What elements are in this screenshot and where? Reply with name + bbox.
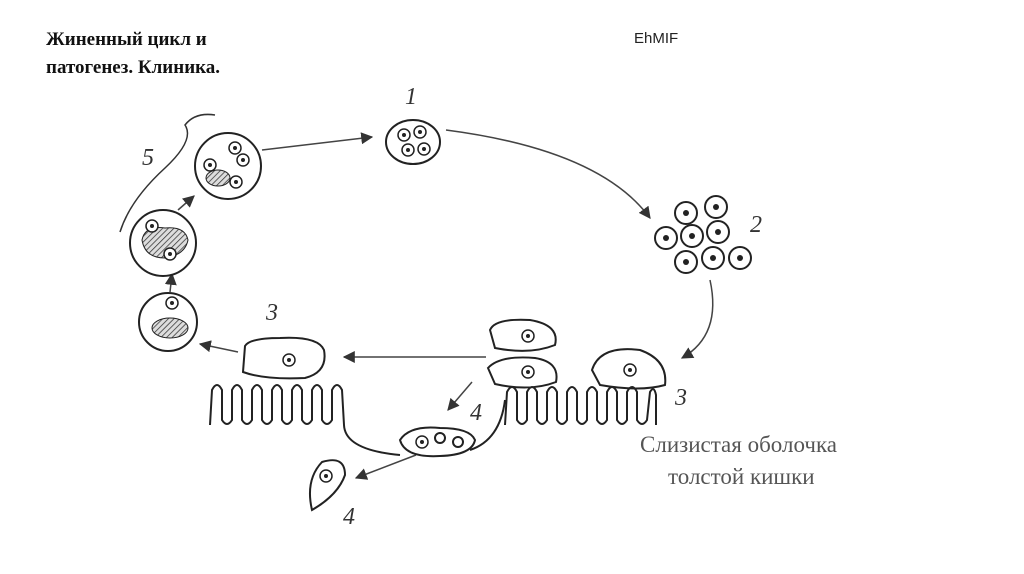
label-stage-4-mid: 4 — [470, 400, 482, 426]
arrow-to-blood-form — [354, 454, 417, 480]
label-stage-3-left: 3 — [265, 300, 278, 326]
label-stage-4-bottom: 4 — [343, 504, 355, 530]
label-stage-2: 2 — [750, 212, 762, 238]
arrow-to-tissue-form — [447, 381, 473, 411]
intestinal-villi-right — [504, 386, 657, 426]
trophozoite-cluster-stage-2 — [654, 195, 752, 274]
title-line-1: Жиненный цикл и — [46, 29, 207, 50]
label-stage-3-right: 3 — [674, 385, 687, 411]
arrow-5-to-1 — [261, 132, 374, 151]
arrow-2-to-3 — [680, 279, 714, 359]
label-stage-5: 5 — [142, 145, 154, 171]
blood-form-stage-4 — [309, 459, 347, 512]
stage-5-bracket — [119, 113, 216, 233]
caption-line-1: Слизистая оболочка — [640, 432, 837, 457]
cyst-stage-1 — [385, 119, 441, 165]
logo-text: EhMIF — [634, 30, 679, 47]
arrow-to-cyst-4n — [177, 195, 195, 211]
intestinal-villi-left — [209, 384, 345, 426]
arrow-to-precyst — [198, 340, 239, 353]
precyst — [138, 292, 198, 352]
arrow-1-to-2 — [445, 129, 651, 219]
binucleate-cyst — [129, 209, 197, 277]
slide-title: Жиненный цикл и патогенез. Клиника. — [46, 26, 220, 82]
mature-cyst — [194, 132, 262, 200]
title-line-2: патогенез. Клиника. — [46, 57, 221, 78]
ulcer-wall — [343, 399, 506, 456]
caption-line-2: толстой кишки — [668, 464, 815, 489]
label-stage-1: 1 — [405, 84, 417, 110]
arrow-to-cyst-2n — [164, 272, 177, 293]
